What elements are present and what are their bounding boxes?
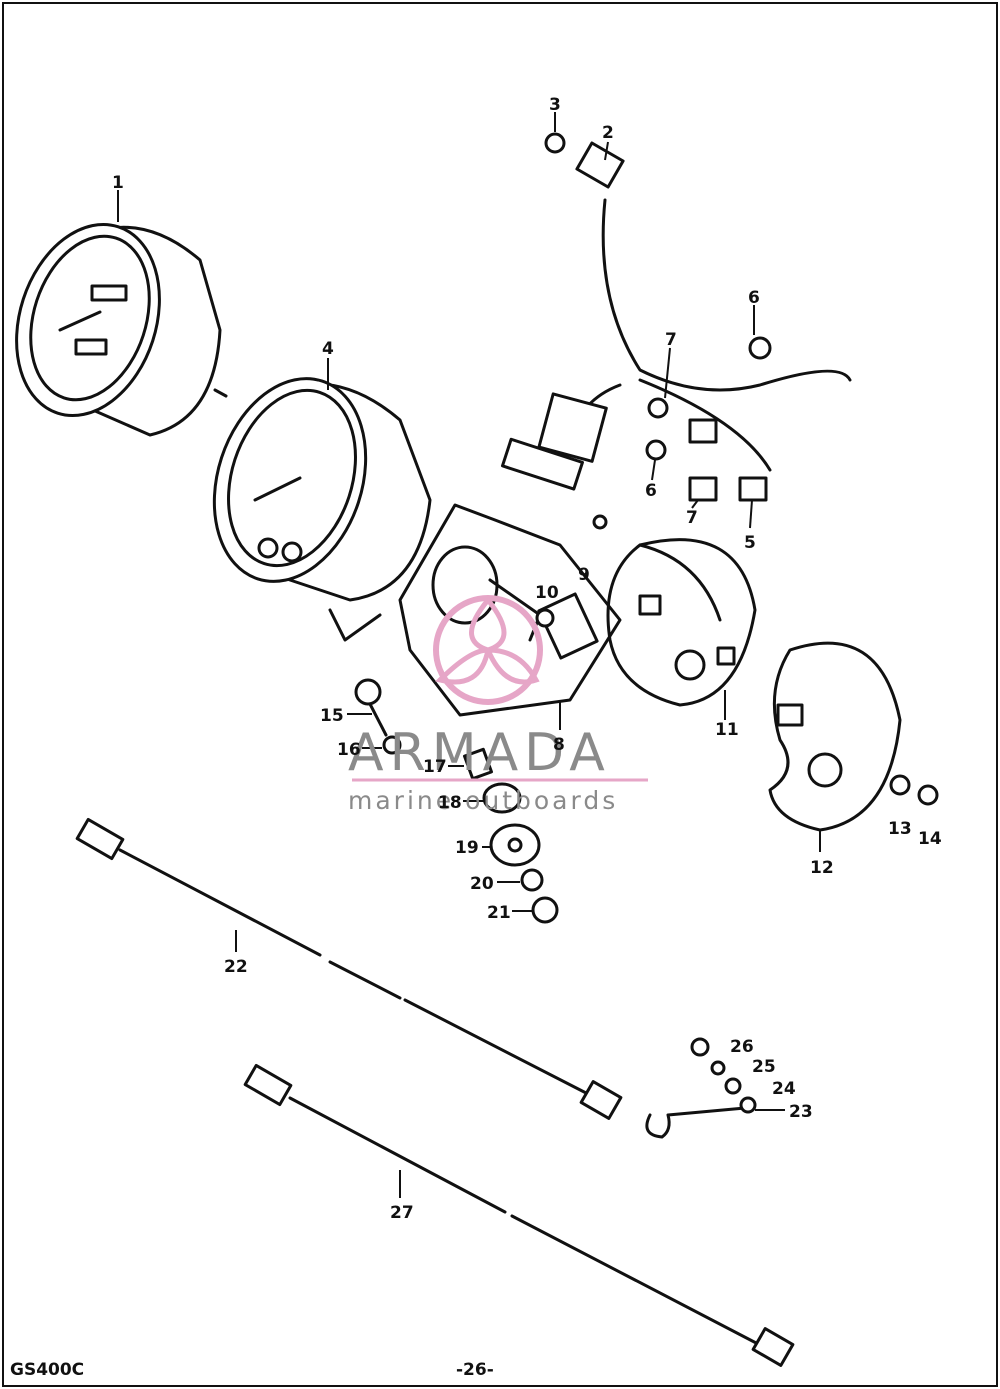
headlamp-housing <box>606 538 757 707</box>
callout-21: 21 <box>487 903 511 923</box>
meter-bracket <box>398 503 622 717</box>
callout-23: 23 <box>789 1102 813 1122</box>
callout-3: 3 <box>549 95 561 115</box>
callout-1: 1 <box>112 173 124 193</box>
callout-7b: 7 <box>686 508 698 528</box>
callout-26: 26 <box>730 1037 754 1057</box>
cable-clamp <box>645 1037 757 1139</box>
callout-11: 11 <box>715 720 739 740</box>
watermark-tagline: marine outboards <box>348 786 618 815</box>
callout-14: 14 <box>918 829 942 849</box>
callout-17: 17 <box>423 757 447 777</box>
tachometer-cable <box>243 1063 795 1367</box>
leader-lines <box>117 112 821 1198</box>
callout-13: 13 <box>888 819 912 839</box>
callout-12: 12 <box>810 858 834 878</box>
callout-20: 20 <box>470 874 494 894</box>
callout-2: 2 <box>602 123 614 143</box>
indicator-socket <box>535 592 599 660</box>
tachometer <box>212 377 432 642</box>
callout-7a: 7 <box>665 330 677 350</box>
callout-19: 19 <box>455 838 479 858</box>
callout-8: 8 <box>553 735 565 755</box>
callout-9: 9 <box>578 565 590 585</box>
callout-4: 4 <box>322 339 334 359</box>
speedometer-cable <box>75 817 623 1120</box>
page-number: -26- <box>456 1360 494 1380</box>
watermark-brand: ARMADA <box>348 723 611 783</box>
mounting-hardware <box>354 678 939 924</box>
wiring-harness <box>500 132 852 530</box>
callout-5: 5 <box>744 533 756 553</box>
callout-labels: 1 2 3 4 5 6 6 7 7 8 9 10 11 12 13 14 15 … <box>112 95 942 1223</box>
speedometer <box>15 222 228 437</box>
watermark-logo <box>352 595 648 782</box>
callout-27: 27 <box>390 1203 414 1223</box>
headlamp-cover <box>768 641 902 832</box>
callout-18: 18 <box>438 793 462 813</box>
callout-6a: 6 <box>748 288 760 308</box>
callout-10: 10 <box>535 583 559 603</box>
model-label: GS400C <box>10 1360 85 1380</box>
callout-6b: 6 <box>645 481 657 501</box>
callout-16: 16 <box>337 740 361 760</box>
callout-24: 24 <box>772 1079 796 1099</box>
callout-15: 15 <box>320 706 344 726</box>
callout-22: 22 <box>224 957 248 977</box>
callout-25: 25 <box>752 1057 776 1077</box>
